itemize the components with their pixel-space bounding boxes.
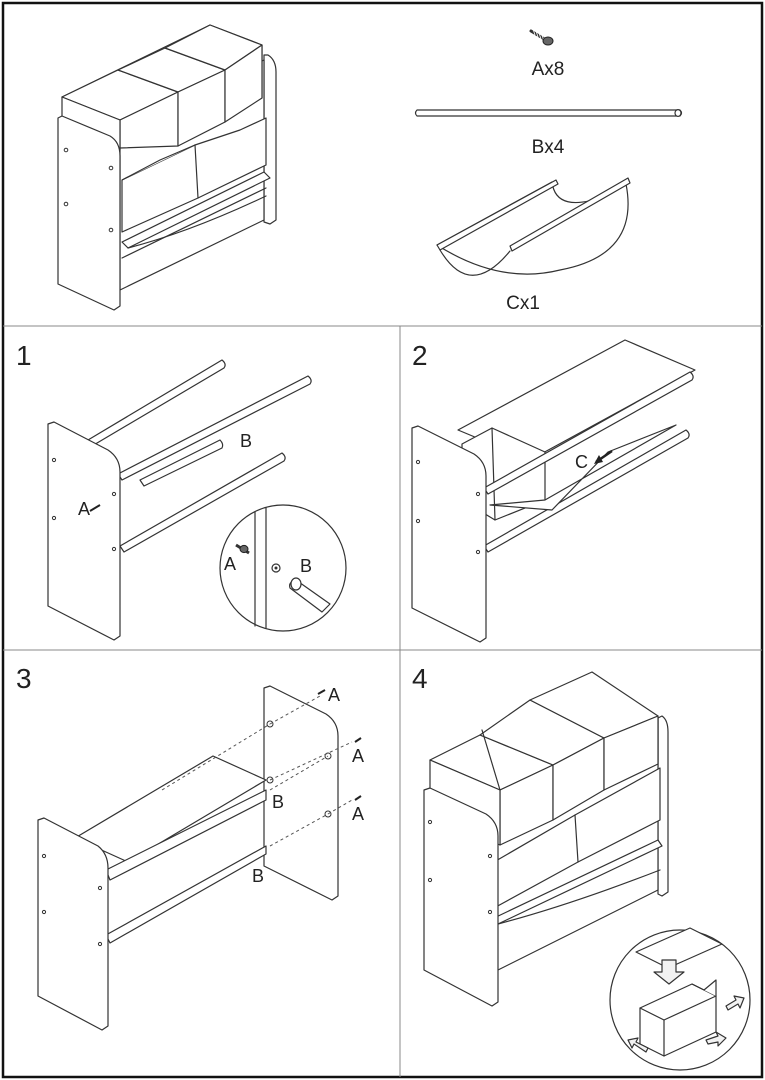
step-1-detail-callout-a: A xyxy=(224,554,236,574)
step-1-panel: 1 A B A B xyxy=(16,340,347,641)
part-a-label: Ax8 xyxy=(532,59,565,80)
step-1-callout-a: A xyxy=(78,499,90,519)
step-3-panel: 3 A A A B B xyxy=(16,663,364,1031)
step-4-number: 4 xyxy=(412,663,428,694)
step-2-callout-c: C xyxy=(575,452,588,472)
step-2-panel: 2 C xyxy=(411,339,696,643)
part-c-label: Cx1 xyxy=(506,293,540,314)
step-3-callout-a-top: A xyxy=(328,685,340,705)
step-3-number: 3 xyxy=(16,663,32,694)
step-1-detail-callout-b: B xyxy=(300,556,312,576)
step-4-bin-assembly-detail xyxy=(609,927,751,1071)
fabric-sling-icon xyxy=(436,177,631,276)
part-b-label: Bx4 xyxy=(532,137,565,158)
top-bins xyxy=(61,24,263,151)
step-3-callout-a-low: A xyxy=(352,804,364,824)
step-1-detail-magnifier: A B xyxy=(219,504,347,632)
step-3-callout-a-mid: A xyxy=(352,746,364,766)
screw-icon xyxy=(529,28,554,46)
step-1-callout-b: B xyxy=(240,431,252,451)
rod-icon xyxy=(414,108,683,117)
step-2-number: 2 xyxy=(412,340,428,371)
step-4-panel: 4 xyxy=(412,663,751,1071)
finished-organizer-illustration xyxy=(57,24,277,311)
step-3-callout-b-top: B xyxy=(272,792,284,812)
step-3-callout-b-low: B xyxy=(252,866,264,886)
step-1-number: 1 xyxy=(16,340,32,371)
step-4-top-bins xyxy=(429,671,659,846)
parts-list: Ax8 Bx4 Cx1 xyxy=(414,28,683,314)
